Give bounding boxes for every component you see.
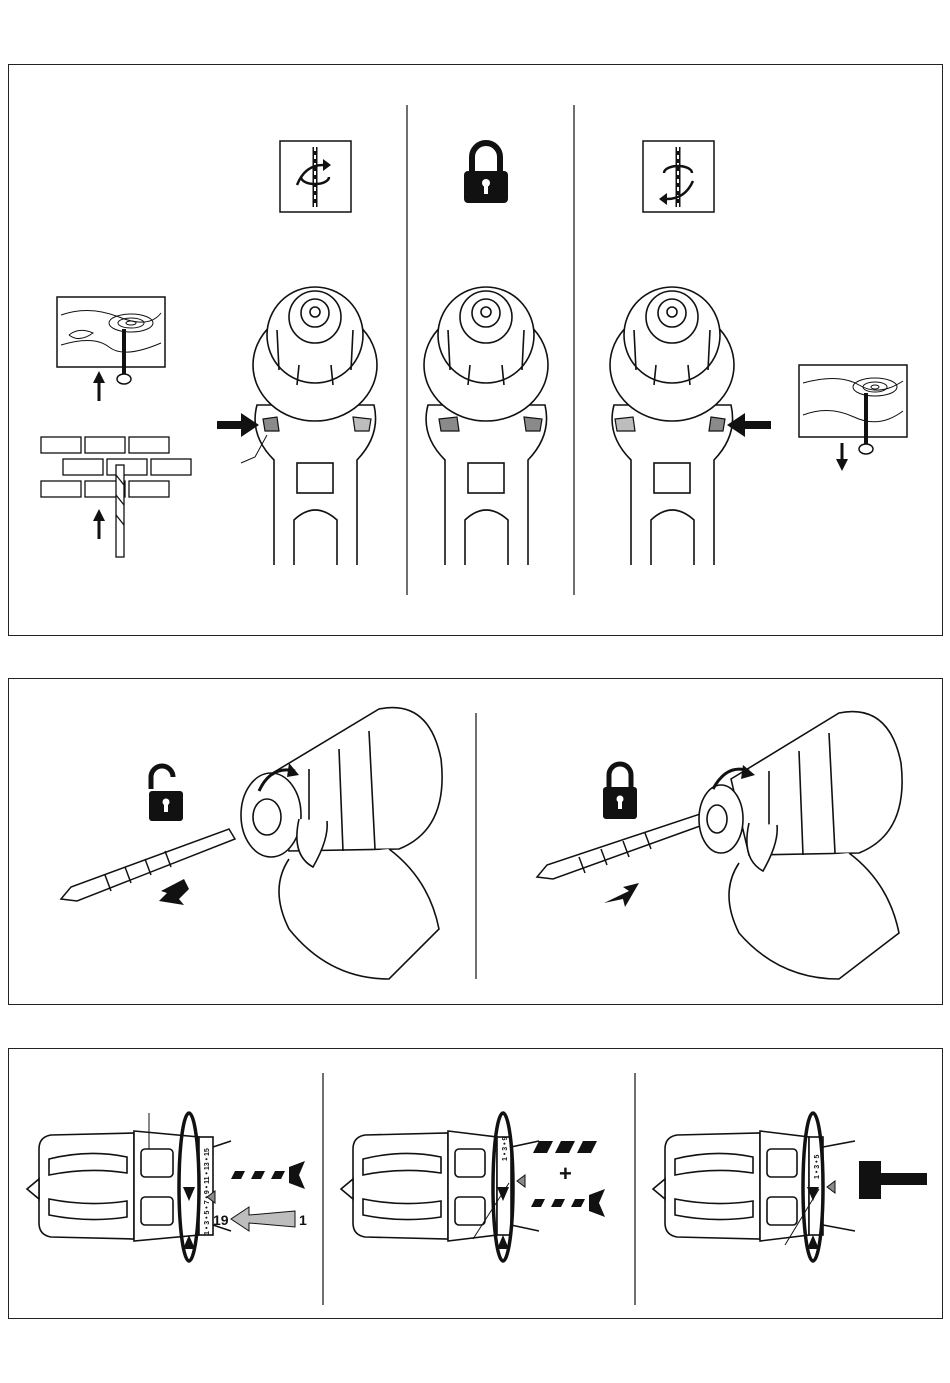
drill-icon: [231, 1161, 305, 1189]
unlock-icon: [149, 766, 183, 821]
hammer-drill-icon: [533, 1141, 597, 1153]
panel-bit-insertion: [8, 678, 943, 1005]
chuck-side-view-2: [341, 1131, 539, 1241]
direction-switch-left: [439, 417, 459, 431]
rotation-arrow-head: [497, 1235, 509, 1249]
arrow-right-icon: [217, 413, 259, 437]
torque-scale-marks: 1 • 3 • 5 • 7 • 9 • 11 • 13 • 15: [204, 1148, 211, 1235]
dial-end-label: 1: [299, 1212, 307, 1228]
screw-icon: [531, 1189, 605, 1217]
chuck-and-hand-closed: [699, 712, 902, 979]
direction-switch-right: [353, 417, 371, 431]
lock-icon: [603, 764, 637, 819]
wood-block-screw-in: [57, 297, 165, 384]
arrow-left-icon: [727, 413, 771, 437]
direction-switch-left: [615, 417, 635, 431]
direction-switch-right: [709, 417, 725, 431]
arrow-down-icon: [836, 443, 848, 471]
wood-block-screw-out: [799, 365, 907, 454]
arrow-up-icon: [93, 509, 105, 539]
arrow-left-icon: [159, 879, 189, 905]
hammer-icon: [859, 1161, 927, 1199]
brick-wall-drill-bit: [41, 437, 191, 557]
bit-insertion-illustration: [9, 679, 944, 1006]
chuck-and-hand-open: [241, 708, 442, 979]
dial-start-label: 19: [213, 1212, 229, 1228]
setting-pointer: [517, 1175, 525, 1187]
lock-icon: [464, 143, 508, 203]
direction-switch-left: [263, 417, 279, 431]
setting-arrow-icon: [231, 1207, 295, 1231]
arrow-right-icon: [604, 883, 639, 907]
panel-torque-settings: 1 • 3 • 5 • 7 • 9 • 11 • 13 • 15 19 1 1 …: [8, 1048, 943, 1319]
drill-bit-counterclockwise-icon: [643, 141, 714, 212]
torque-scale-marks: 1 • 3 • 9: [502, 1137, 509, 1161]
rotation-arrow-head: [807, 1235, 819, 1249]
torque-scale-marks: 1 • 3 • 5: [814, 1155, 821, 1179]
panel-direction-selector: [8, 64, 943, 636]
plus-sign: +: [559, 1161, 572, 1186]
torque-settings-illustration: 1 • 3 • 5 • 7 • 9 • 11 • 13 • 15 19 1 1 …: [9, 1049, 944, 1320]
drill-bit-left: [61, 829, 235, 901]
direction-selector-illustration: [9, 65, 944, 637]
direction-switch-right: [524, 417, 542, 431]
drill-bit-clockwise-icon: [280, 141, 351, 212]
arrow-up-icon: [93, 371, 105, 401]
setting-pointer: [827, 1181, 835, 1193]
